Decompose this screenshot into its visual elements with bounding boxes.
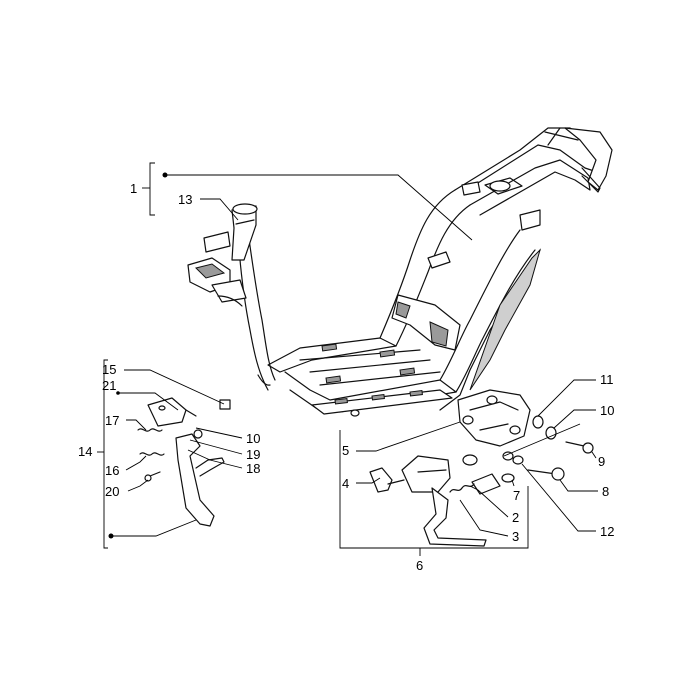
callout-4: 4 (342, 476, 349, 491)
callout-18: 18 (246, 461, 260, 476)
callout-9: 9 (598, 454, 605, 469)
leader-lines (97, 162, 598, 556)
callout-8: 8 (602, 484, 609, 499)
callout-6: 6 (416, 558, 423, 573)
callout-14: 14 (78, 444, 92, 459)
callout-17: 17 (105, 413, 119, 428)
callout-20: 20 (105, 484, 119, 499)
callout-12: 12 (600, 524, 614, 539)
callout-10-left: 10 (246, 431, 260, 446)
callout-7: 7 (513, 488, 520, 503)
callout-13: 13 (178, 192, 192, 207)
center-stand-assembly (369, 389, 594, 547)
side-stand-assembly (137, 397, 231, 527)
callout-11: 11 (600, 372, 614, 387)
callout-5: 5 (342, 443, 349, 458)
callout-3: 3 (512, 529, 519, 544)
callout-labels: 1 13 15 21 17 14 16 20 10 19 18 5 4 7 2 … (78, 181, 614, 573)
callout-21: 21 (102, 378, 116, 393)
callout-15: 15 (102, 362, 116, 377)
callout-2: 2 (512, 510, 519, 525)
scooter-frame (187, 127, 613, 417)
callout-10-right: 10 (600, 403, 614, 418)
callout-16: 16 (105, 463, 119, 478)
callout-19: 19 (246, 447, 260, 462)
callout-1: 1 (130, 181, 137, 196)
